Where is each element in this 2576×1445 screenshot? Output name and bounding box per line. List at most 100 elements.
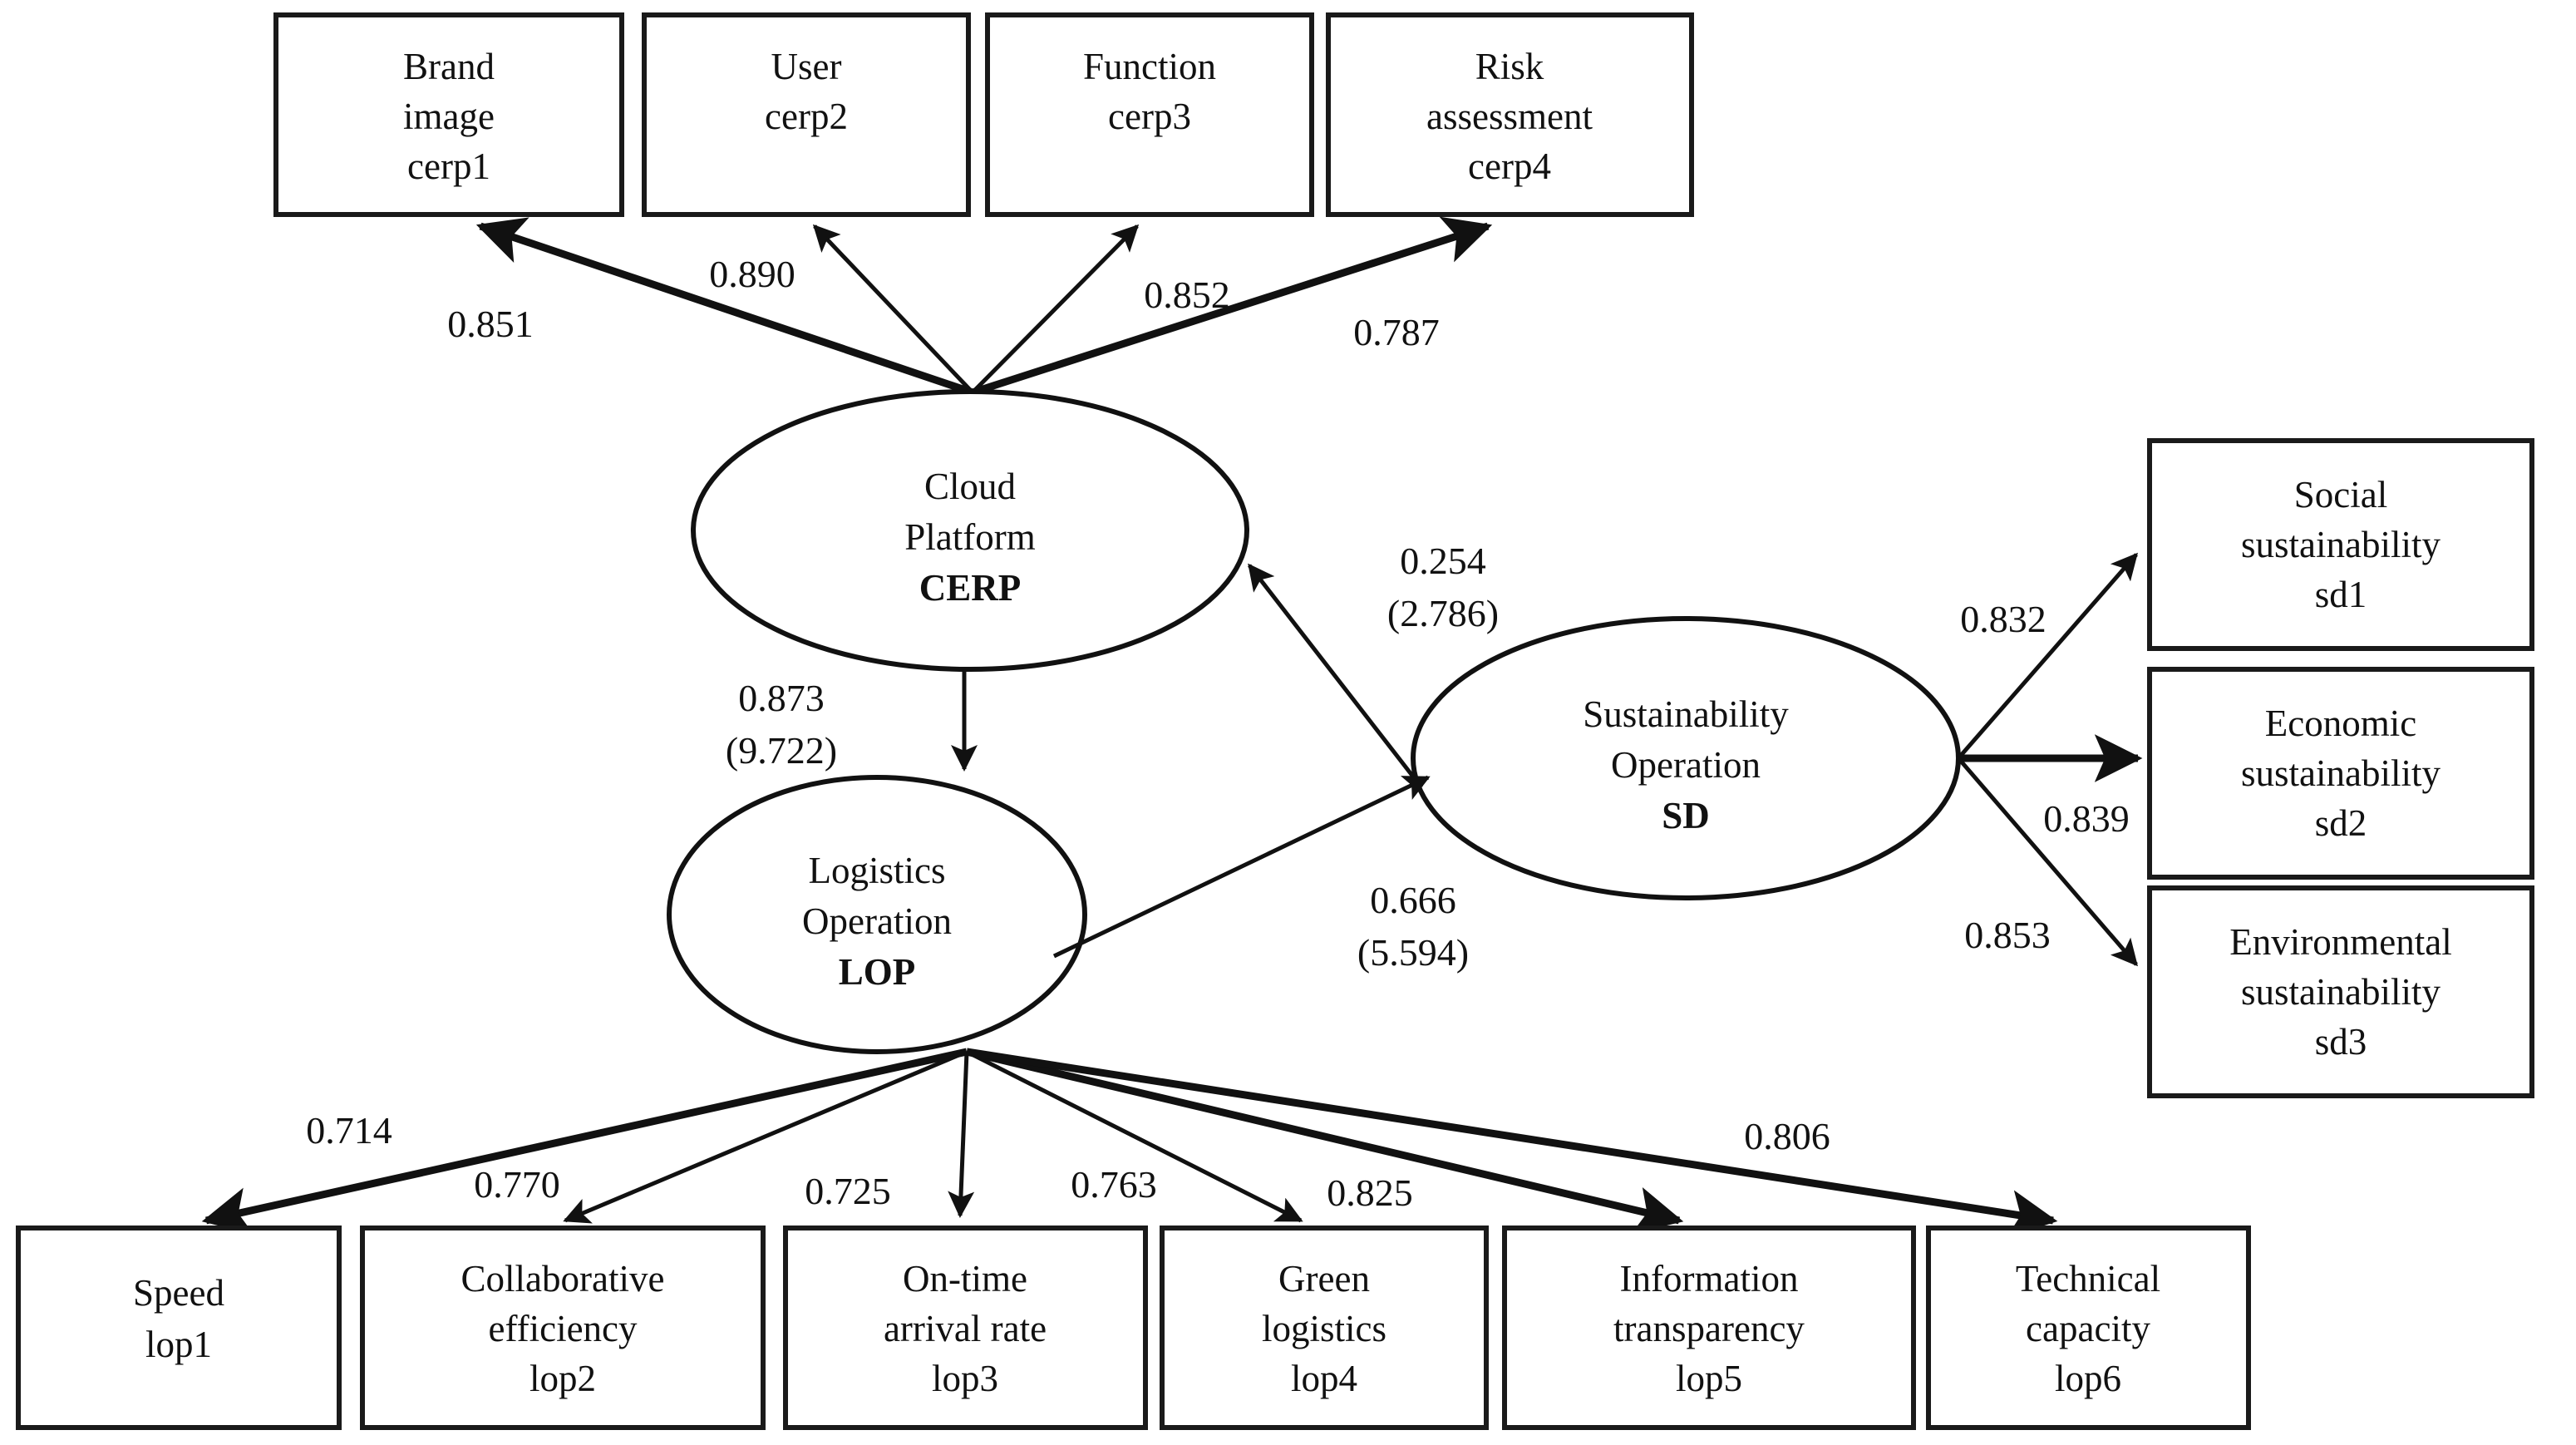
- path-tval-cerp-lop: (9.722): [726, 729, 837, 772]
- indicator-cerp4-line1: Risk: [1475, 46, 1544, 87]
- indicator-cerp1-code: cerp1: [407, 145, 490, 187]
- indicator-box-sd3[interactable]: Environmental sustainability sd3: [2147, 885, 2534, 1098]
- path-coef-sd-cerp: 0.254: [1400, 540, 1486, 582]
- indicator-cerp4-line2: assessment: [1426, 96, 1593, 137]
- lop-indicator-boxes: Speed lop1 Collaborative efficiency lop2…: [16, 1226, 2251, 1430]
- loading-label-lop5: 0.825: [1327, 1171, 1413, 1214]
- indicator-cerp4-code: cerp4: [1468, 145, 1551, 187]
- indicator-lop5-code: lop5: [1676, 1358, 1742, 1399]
- indicator-box-lop2[interactable]: Collaborative efficiency lop2: [360, 1226, 766, 1430]
- loading-label-sd2: 0.839: [2043, 797, 2130, 840]
- indicator-lop3-line1: On-time: [903, 1258, 1027, 1300]
- latent-lop-line1: Logistics: [809, 850, 946, 891]
- indicator-box-lop1[interactable]: Speed lop1: [16, 1226, 342, 1430]
- indicator-box-lop4[interactable]: Green logistics lop4: [1160, 1226, 1489, 1430]
- structural-path-lop-to-sd: 0.666 (5.594): [1052, 775, 1469, 974]
- loading-label-sd1: 0.832: [1960, 598, 2047, 640]
- indicator-lop5-line1: Information: [1620, 1258, 1799, 1300]
- arrow-lop-to-lop4: [965, 1049, 1303, 1223]
- indicator-box-sd1[interactable]: Social sustainability sd1: [2147, 438, 2534, 651]
- latent-cerp-line2: Platform: [904, 516, 1035, 558]
- indicator-sd1-line1: Social: [2294, 474, 2387, 515]
- arrow-lop-to-lop5: [965, 1048, 1684, 1234]
- loading-label-lop2: 0.770: [474, 1163, 560, 1206]
- sd-indicator-boxes: Social sustainability sd1 Economic susta…: [2147, 438, 2534, 1098]
- indicator-box-cerp4[interactable]: Risk assessment cerp4: [1326, 12, 1694, 217]
- latent-lop-line2: Operation: [802, 900, 952, 942]
- arrow-cerp-to-cerp4: [971, 216, 1493, 397]
- indicator-cerp1-line1: Brand: [403, 46, 495, 87]
- indicator-cerp1-line2: image: [403, 96, 495, 137]
- arrow-lop-to-lop6: [966, 1048, 2058, 1238]
- indicator-lop2-line1: Collaborative: [461, 1258, 665, 1300]
- indicator-sd2-code: sd2: [2315, 802, 2367, 844]
- arrow-lop-to-sd: [1052, 775, 1431, 959]
- loading-label-cerp2: 0.890: [709, 253, 795, 295]
- indicator-lop4-line2: logistics: [1262, 1308, 1387, 1349]
- latent-cerp-code: CERP: [919, 567, 1022, 609]
- indicator-lop6-code: lop6: [2055, 1358, 2121, 1399]
- indicator-lop6-line1: Technical: [2016, 1258, 2160, 1300]
- arrow-cerp-to-cerp3: [971, 224, 1140, 394]
- arrow-cerp-to-cerp2: [812, 224, 974, 394]
- loading-label-cerp1: 0.851: [447, 303, 534, 345]
- latent-sd-line1: Sustainability: [1583, 693, 1789, 735]
- arrow-sd-to-sd3: [1957, 757, 2138, 967]
- arrow-lop-to-lop2: [563, 1049, 968, 1224]
- cerp-indicator-boxes: Brand image cerp1 User cerp2 Function ce…: [273, 12, 1694, 217]
- indicator-sd1-line2: sustainability: [2241, 524, 2441, 565]
- indicator-lop1-code: lop1: [145, 1324, 212, 1365]
- loading-label-sd3: 0.853: [1964, 914, 2051, 956]
- latent-cerp-line1: Cloud: [924, 466, 1016, 507]
- indicator-box-lop6[interactable]: Technical capacity lop6: [1926, 1226, 2251, 1430]
- loading-label-cerp3: 0.852: [1144, 274, 1230, 316]
- indicator-box-lop5[interactable]: Information transparency lop5: [1502, 1226, 1916, 1430]
- loading-label-lop3: 0.725: [805, 1170, 891, 1212]
- indicator-lop4-code: lop4: [1291, 1358, 1357, 1399]
- structural-path-sd-to-cerp: 0.254 (2.786): [1248, 540, 1499, 789]
- indicator-cerp2-code: cerp2: [765, 96, 848, 137]
- indicator-lop3-code: lop3: [932, 1358, 998, 1399]
- arrow-sd-to-sd1: [1957, 552, 2138, 760]
- indicator-lop4-line1: Green: [1278, 1258, 1370, 1300]
- indicator-box-sd2[interactable]: Economic sustainability sd2: [2147, 667, 2534, 880]
- indicator-box-cerp2[interactable]: User cerp2: [642, 12, 971, 217]
- sd-loading-arrows: 0.832 0.839 0.853: [1957, 552, 2143, 967]
- indicator-cerp2-line1: User: [771, 46, 842, 87]
- arrow-lop-to-lop3: [948, 1051, 975, 1218]
- path-coef-lop-sd: 0.666: [1370, 879, 1456, 921]
- latent-sd-code: SD: [1662, 795, 1710, 836]
- indicator-lop3-line2: arrival rate: [884, 1308, 1047, 1349]
- indicator-box-cerp3[interactable]: Function cerp3: [985, 12, 1314, 217]
- cerp-loading-arrows: 0.851 0.890 0.852 0.787: [447, 216, 1493, 397]
- indicator-sd2-line1: Economic: [2265, 703, 2416, 744]
- indicator-lop2-line2: efficiency: [488, 1308, 638, 1349]
- indicator-sd3-line2: sustainability: [2241, 971, 2441, 1013]
- indicator-lop6-line2: capacity: [2026, 1308, 2150, 1349]
- indicator-lop2-code: lop2: [529, 1358, 596, 1399]
- indicator-sd2-line2: sustainability: [2241, 752, 2441, 794]
- indicator-lop5-line2: transparency: [1613, 1308, 1805, 1349]
- path-coef-cerp-lop: 0.873: [738, 677, 825, 719]
- path-tval-sd-cerp: (2.786): [1387, 592, 1499, 634]
- loading-label-cerp4: 0.787: [1353, 311, 1440, 353]
- indicator-cerp3-code: cerp3: [1108, 96, 1191, 137]
- arrow-cerp-to-cerp1: [475, 217, 974, 397]
- loading-label-lop4: 0.763: [1071, 1163, 1157, 1206]
- indicator-sd3-code: sd3: [2315, 1021, 2367, 1063]
- loading-label-lop1: 0.714: [306, 1109, 392, 1152]
- indicator-cerp3-line1: Function: [1083, 46, 1216, 87]
- loading-label-lop6: 0.806: [1744, 1115, 1830, 1157]
- latent-node-cerp[interactable]: Cloud Platform CERP: [691, 389, 1249, 672]
- structural-path-cerp-to-lop: 0.873 (9.722): [726, 671, 978, 772]
- indicator-lop1-line1: Speed: [133, 1272, 224, 1314]
- arrow-lop-to-lop1: [201, 1048, 968, 1235]
- indicator-sd3-line1: Environmental: [2229, 921, 2451, 963]
- indicator-box-lop3[interactable]: On-time arrival rate lop3: [783, 1226, 1148, 1430]
- latent-node-lop[interactable]: Logistics Operation LOP: [667, 775, 1087, 1054]
- indicator-sd1-code: sd1: [2315, 574, 2367, 615]
- latent-node-sd[interactable]: Sustainability Operation SD: [1411, 616, 1961, 900]
- latent-lop-code: LOP: [839, 951, 916, 993]
- path-tval-lop-sd: (5.594): [1357, 931, 1469, 974]
- indicator-box-cerp1[interactable]: Brand image cerp1: [273, 12, 624, 217]
